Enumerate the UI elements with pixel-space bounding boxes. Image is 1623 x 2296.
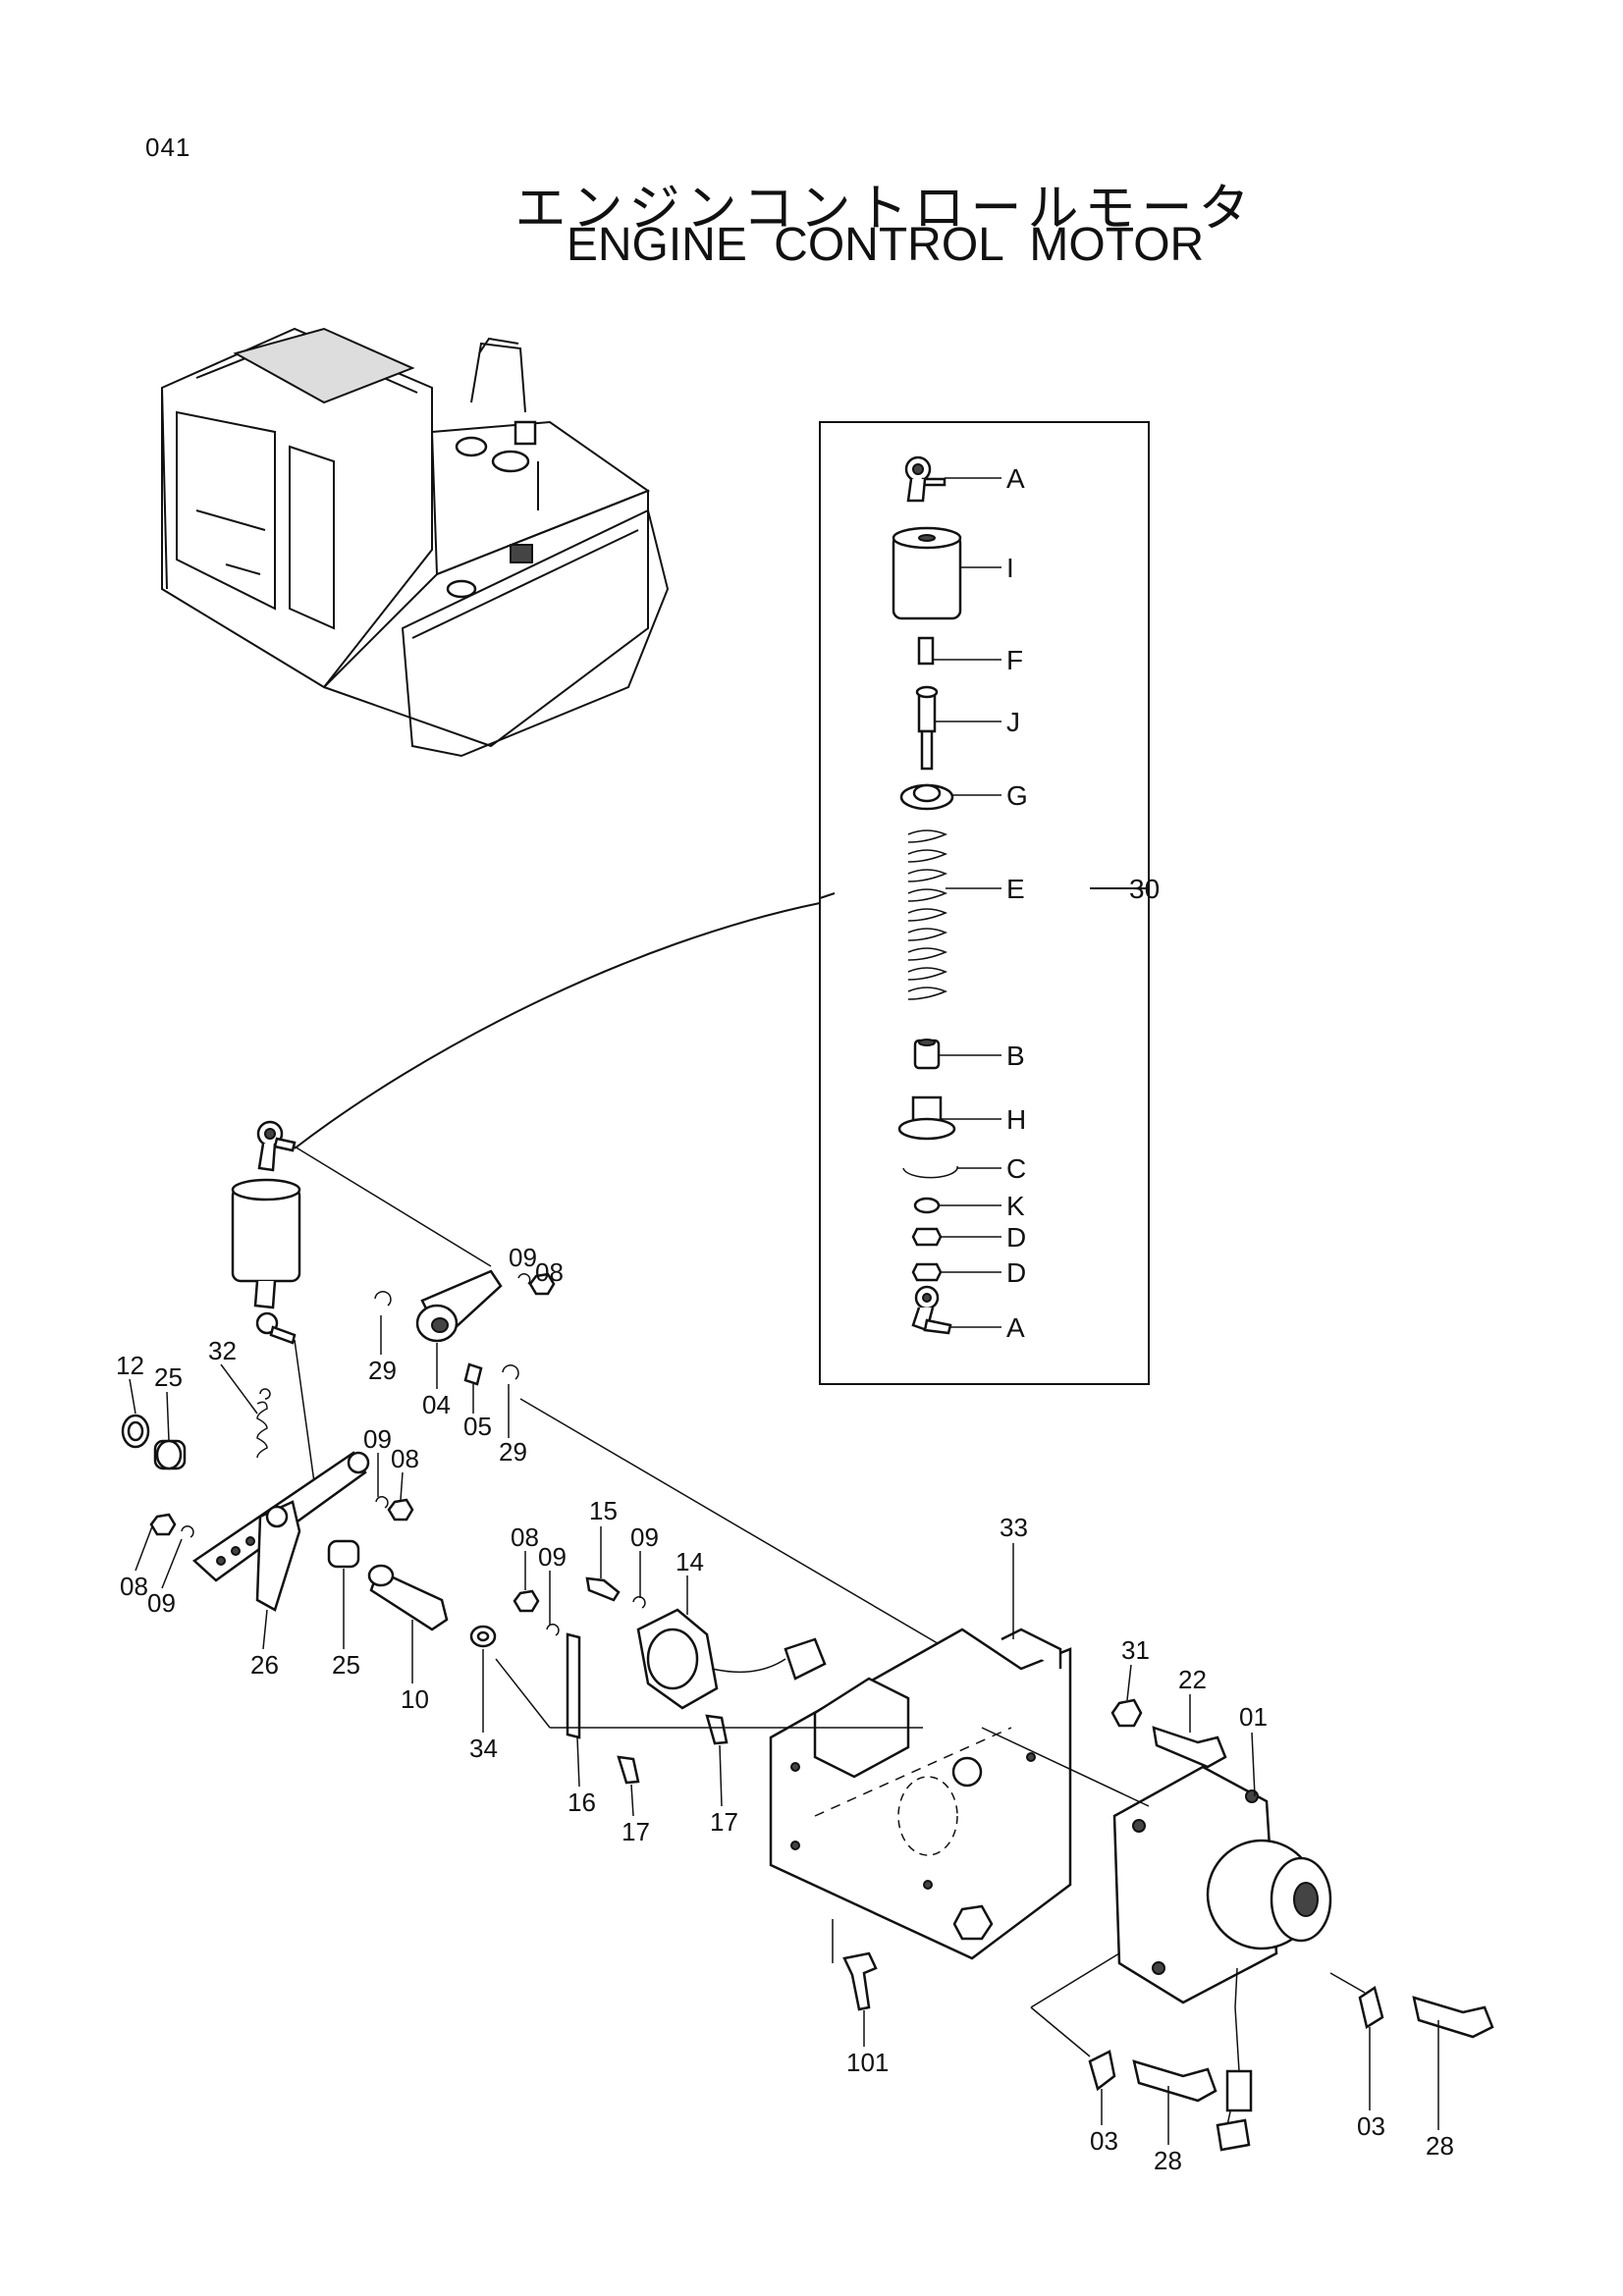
label-B: B xyxy=(1006,1041,1025,1071)
callout-15: 15 xyxy=(589,1496,618,1525)
callout-25-top: 25 xyxy=(154,1362,183,1392)
label-A-top: A xyxy=(1006,463,1025,494)
callout-29-left: 29 xyxy=(368,1356,397,1385)
page-number: 041 xyxy=(145,133,191,162)
callout-32: 32 xyxy=(208,1336,237,1365)
callout-28-right: 28 xyxy=(1426,2131,1454,2161)
callout-101: 101 xyxy=(846,2048,889,2077)
leader-curve xyxy=(294,902,821,1149)
callout-17-left: 17 xyxy=(622,1817,650,1846)
callout-03-left: 03 xyxy=(1090,2126,1118,2156)
page-title-english: ENGINE CONTROL MOTOR xyxy=(566,219,1205,271)
callout-14: 14 xyxy=(676,1547,704,1576)
label-C: C xyxy=(1006,1153,1026,1184)
callout-08-top: 08 xyxy=(535,1257,564,1287)
label-A-bottom: A xyxy=(1006,1312,1025,1343)
label-H: H xyxy=(1006,1104,1026,1135)
callout-09-top: 09 xyxy=(509,1243,537,1272)
callout-26: 26 xyxy=(250,1650,279,1680)
label-K: K xyxy=(1006,1191,1025,1221)
callout-17-right: 17 xyxy=(710,1807,738,1837)
callout-08-mid: 08 xyxy=(391,1444,419,1473)
label-J: J xyxy=(1006,707,1020,737)
callout-28-left: 28 xyxy=(1154,2146,1182,2175)
callout-16: 16 xyxy=(568,1788,596,1817)
detail-box xyxy=(819,421,1150,1385)
callout-03-right: 03 xyxy=(1357,2111,1385,2141)
assembly-30-label: 30 xyxy=(1129,874,1160,904)
label-D-1: D xyxy=(1006,1222,1026,1253)
callout-09-center: 09 xyxy=(538,1542,567,1572)
label-I: I xyxy=(1006,553,1014,583)
callout-04: 04 xyxy=(422,1390,451,1419)
excavator-overview-illustration xyxy=(161,327,670,758)
callout-22: 22 xyxy=(1178,1665,1207,1694)
label-D-2: D xyxy=(1006,1257,1026,1288)
page-title-japanese: エンジンコントロールモータ xyxy=(514,180,1256,239)
callout-09-mid: 09 xyxy=(363,1424,392,1454)
main-assembly xyxy=(121,1120,1494,2152)
callout-09-right: 09 xyxy=(630,1522,659,1552)
callout-34: 34 xyxy=(469,1734,498,1763)
callout-08-center: 08 xyxy=(511,1522,539,1552)
callout-08-left: 08 xyxy=(120,1572,148,1601)
label-E: E xyxy=(1006,874,1025,904)
callout-01: 01 xyxy=(1239,1702,1268,1732)
callout-05: 05 xyxy=(463,1412,492,1441)
detail-parts xyxy=(892,455,1001,1335)
callout-labels: 12 25 32 29 04 05 29 09 08 09 08 08 09 2… xyxy=(116,1243,1454,2175)
callout-10: 10 xyxy=(401,1684,429,1714)
callout-09-left: 09 xyxy=(147,1588,176,1618)
callout-12: 12 xyxy=(116,1351,144,1380)
label-G: G xyxy=(1006,780,1028,811)
callout-29-right: 29 xyxy=(499,1437,527,1467)
label-F: F xyxy=(1006,645,1023,675)
detail-letter-labels: A I F J G E B H C K D D A xyxy=(1006,463,1028,1343)
callout-25-bottom: 25 xyxy=(332,1650,360,1680)
callout-33: 33 xyxy=(1000,1513,1028,1542)
callout-31: 31 xyxy=(1121,1635,1150,1665)
